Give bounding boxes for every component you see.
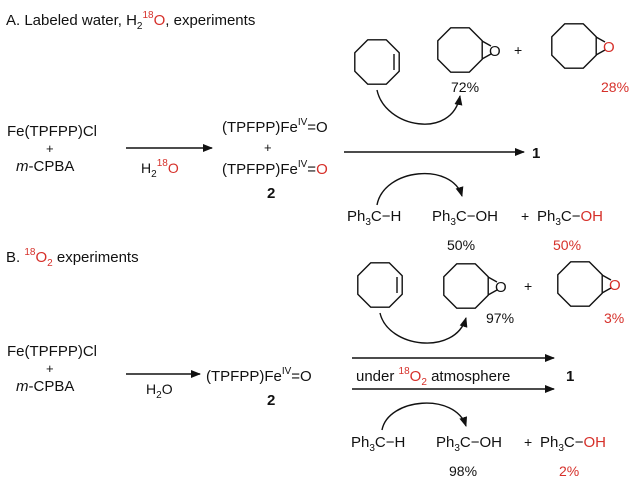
epoxide-oxygen-labeled: O — [609, 277, 621, 294]
part-b-title: B. 18O2 experiments — [6, 247, 139, 269]
reagent-mcpba: m-CPBA — [16, 378, 74, 395]
curved-arrow — [381, 402, 468, 431]
epoxide-oxygen-labeled: O — [603, 39, 615, 56]
epoxide-oxygen: O — [495, 279, 507, 296]
compound-number-2: 2 — [267, 185, 275, 202]
plus-sign: + — [264, 140, 272, 155]
substrate-ph3ch: Ph3C−H — [351, 434, 405, 454]
cyclooctene-oxide-ring — [443, 263, 498, 309]
epoxide-labeled-yield: 3% — [604, 310, 624, 326]
plus-sign: + — [46, 361, 54, 376]
epoxide-labeled-yield: 28% — [601, 79, 629, 95]
arrow-reagent-h2-18o: H218O — [141, 158, 179, 180]
cyclooctene-oxide-ring-labeled — [557, 261, 612, 307]
plus-sign: + — [524, 434, 532, 450]
epoxide-yield: 72% — [451, 79, 479, 95]
curved-arrow — [376, 89, 463, 125]
cyclooctene-ring — [357, 262, 403, 308]
epoxide-oxygen: O — [489, 43, 501, 60]
part-a: A. Labeled water, H218O, experiments Fe(… — [6, 10, 629, 253]
alcohol-product: Ph3C−OH — [436, 434, 502, 454]
atmosphere-condition: under 18O2 atmosphere — [356, 366, 510, 388]
alcohol-labeled-yield: 50% — [553, 237, 581, 253]
intermediate-fe-oxo-labeled: (TPFPP)FeIV=O — [222, 159, 328, 178]
plus-sign: + — [524, 278, 532, 294]
cyclooctene-ring — [354, 39, 400, 85]
substrate-ph3ch: Ph3C−H — [347, 208, 401, 228]
product-number-1: 1 — [532, 145, 540, 162]
curved-arrow — [376, 172, 464, 206]
product-number-1: 1 — [566, 368, 574, 385]
plus-sign: + — [521, 208, 529, 224]
compound-number-2: 2 — [267, 392, 275, 409]
alcohol-labeled-yield: 2% — [559, 463, 579, 479]
alcohol-product: Ph3C−OH — [432, 208, 498, 228]
reagent-mcpba: m-CPBA — [16, 158, 74, 175]
part-a-title: A. Labeled water, H218O, experiments — [6, 10, 255, 32]
reagent-fe-tpfpp-cl: Fe(TPFPP)Cl — [7, 123, 97, 140]
cyclooctene-oxide-ring-labeled — [551, 23, 606, 69]
curved-arrow — [379, 312, 468, 344]
part-b: B. 18O2 experiments Fe(TPFPP)Cl + m-CPBA… — [6, 247, 624, 479]
intermediate-fe-oxo: (TPFPP)FeIV=O — [206, 366, 312, 385]
reagent-fe-tpfpp-cl: Fe(TPFPP)Cl — [7, 343, 97, 360]
alcohol-product-labeled: Ph3C−OH — [540, 434, 606, 454]
alcohol-product-labeled: Ph3C−OH — [537, 208, 603, 228]
alcohol-yield: 50% — [447, 237, 475, 253]
arrow-reagent-h2o: H2O — [146, 381, 173, 401]
epoxide-yield: 97% — [486, 310, 514, 326]
cyclooctene-oxide-ring — [437, 27, 492, 73]
alcohol-yield: 98% — [449, 463, 477, 479]
plus-sign: + — [46, 141, 54, 156]
intermediate-fe-oxo: (TPFPP)FeIV=O — [222, 117, 328, 136]
plus-sign: + — [514, 42, 522, 58]
